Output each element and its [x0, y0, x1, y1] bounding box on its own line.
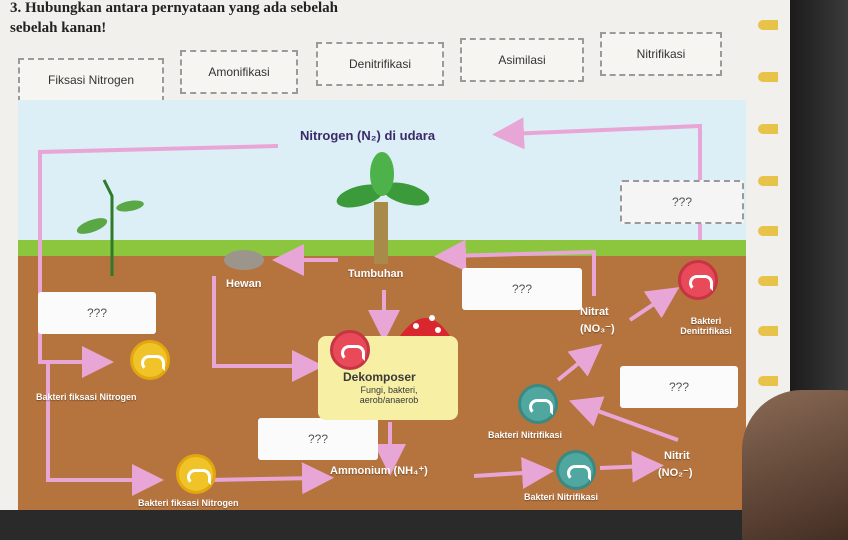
arrow-air-to-fixation — [38, 144, 279, 300]
unknown-box-assimilation[interactable]: ??? — [462, 268, 582, 310]
choice-amonifikasi[interactable]: Amonifikasi — [180, 50, 298, 94]
air-nitrogen-label: Nitrogen (N₂) di udara — [300, 128, 436, 143]
arrow-nitrit-to-bacteria — [568, 396, 679, 442]
nitrat-formula: (NO₃⁻) — [580, 323, 615, 335]
rock-icon — [224, 250, 264, 270]
nitrat-label: Nitrat — [580, 306, 609, 318]
decomposer-bacteria-icon — [330, 330, 370, 370]
thumb-overlay — [742, 390, 848, 540]
bottom-nitrification-bacteria-icon — [556, 450, 596, 490]
unknown-box-ammonification[interactable]: ??? — [258, 418, 378, 460]
bakteri-nitrifikasi-label: Bakteri Nitrifikasi — [488, 430, 563, 440]
arrow-bacteria-to-nitrat — [556, 343, 603, 382]
nitrogen-cycle-diagram: Nitrogen (N₂) di udara ??? ??? ??? ??? ?… — [18, 100, 746, 510]
choice-asimilasi[interactable]: Asimilasi — [460, 38, 584, 82]
unknown-box-fixation[interactable]: ??? — [38, 292, 156, 334]
bakteri-fiksasi-label: Bakteri fiksasi Nitrogen — [36, 392, 137, 402]
nitrit-formula: (NO₂⁻) — [658, 467, 693, 479]
denitrification-bacteria-icon — [678, 260, 718, 300]
unknown-box-denitrification[interactable]: ??? — [620, 180, 744, 224]
bakteri-nitrifikasi-bottom-label: Bakteri Nitrifikasi — [524, 492, 599, 502]
nitrification-bacteria-icon — [518, 384, 558, 424]
arrow-to-nitrit — [599, 450, 664, 483]
choice-nitrifikasi[interactable]: Nitrifikasi — [600, 32, 722, 76]
hewan-label: Hewan — [226, 278, 262, 290]
arrow-animal-to-decomposer — [212, 276, 324, 382]
choice-fiksasi-nitrogen[interactable]: Fiksasi Nitrogen — [18, 58, 164, 102]
dekomposer-title: Dekomposer — [343, 370, 416, 384]
question-line-1: 3. Hubungkan antara pernyataan yang ada … — [10, 0, 338, 16]
arrow-nitrat-to-plant — [434, 239, 596, 296]
tumbuhan-label: Tumbuhan — [348, 268, 404, 280]
arrow-fixation-to-ammonium — [207, 462, 334, 495]
arrow-ammonium-to-nitrification — [473, 457, 554, 489]
banana-tree-icon — [336, 152, 430, 264]
unknown-box-nitrification[interactable]: ??? — [620, 366, 738, 408]
choice-denitrifikasi[interactable]: Denitrifikasi — [316, 42, 444, 86]
worksheet-page: 3. Hubungkan antara pernyataan yang ada … — [0, 0, 790, 510]
nitrit-label: Nitrit — [664, 450, 690, 462]
ammonium-label: Ammonium (NH₄⁺) — [330, 465, 428, 477]
bottom-fixation-bacteria-icon — [176, 454, 216, 494]
arrow-nitrat-to-denitrification — [628, 287, 680, 322]
arrow-to-bottom-fixation — [46, 362, 164, 496]
bakteri-denitrifikasi-label: Bakteri Denitrifikasi — [680, 316, 732, 336]
cycle-arrows — [38, 117, 702, 496]
fixation-bacteria-icon — [130, 340, 170, 380]
dekomposer-sub: Fungi, bakteri, aerob/anaerob — [359, 385, 419, 405]
question-line-2: sebelah kanan! — [10, 20, 107, 36]
small-plant-icon — [76, 179, 144, 276]
bakteri-fiksasi-bottom-label: Bakteri fiksasi Nitrogen — [138, 498, 239, 508]
